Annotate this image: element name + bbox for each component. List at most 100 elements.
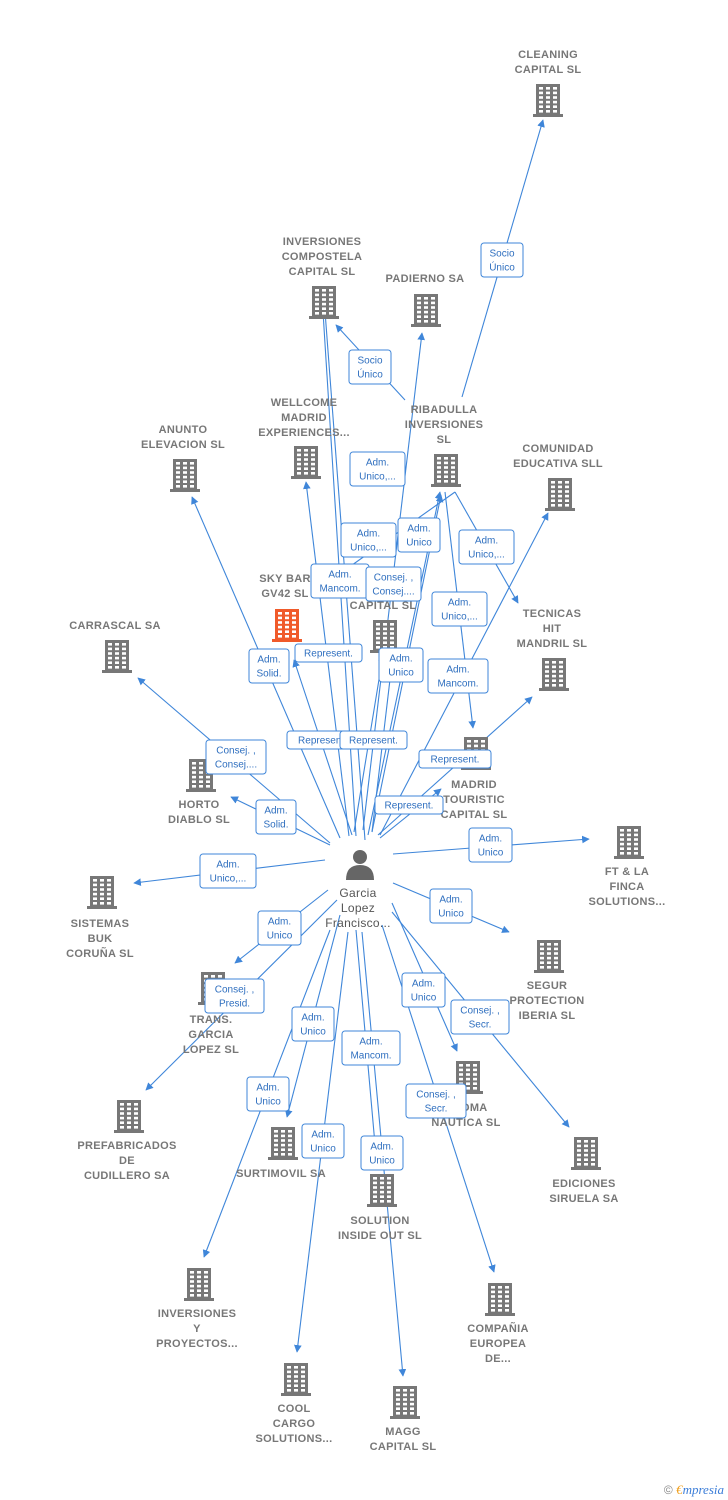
- building-icon: [367, 1174, 397, 1207]
- edge-label-e-ribadulla-b[interactable]: Adm.Unico: [397, 517, 441, 553]
- company-label-line: COMUNIDAD: [522, 443, 593, 455]
- edge-label-e-capital[interactable]: Consej. ,Consej....: [365, 566, 422, 602]
- edge-label-text: Secr.: [425, 1104, 448, 1115]
- edge-label-e-magg[interactable]: Adm.Unico: [360, 1135, 404, 1171]
- edge-label-e-horto[interactable]: Adm.Solid.: [255, 799, 297, 835]
- edge-label-e-padierno[interactable]: Adm.Unico,...: [349, 451, 406, 487]
- edge-label-e-europea[interactable]: Consej. ,Secr.: [405, 1083, 467, 1119]
- company-label-line: DE...: [485, 1353, 511, 1365]
- company-label-line: EDUCATIVA SLL: [513, 458, 603, 470]
- edge-label-e-ribadulla-a[interactable]: Adm.Unico,...: [340, 522, 397, 558]
- company-label-line: TECNICAS: [523, 608, 582, 620]
- edge-label-e-madrid-a[interactable]: Adm.Mancom.: [427, 658, 489, 694]
- edge-label-e-ftfinca[interactable]: Adm.Unico: [468, 827, 513, 863]
- edge-label-e-represent3[interactable]: Represent.: [418, 749, 492, 769]
- company-label-line: Y: [193, 1323, 201, 1335]
- building-icon: [539, 658, 569, 691]
- edge-label-text: Adm.: [257, 655, 280, 666]
- company-node-padierno[interactable]: PADIERNO SA: [386, 273, 465, 327]
- edge-label-e-sistemas[interactable]: Adm.Unico,...: [199, 853, 257, 889]
- edge-label-e-aroma[interactable]: Adm.Unico: [401, 972, 446, 1008]
- company-label-line: GV42 SL: [261, 588, 308, 600]
- edge-label-text: Unico: [438, 909, 464, 920]
- edge-label-e-represent4[interactable]: Represent.: [374, 795, 444, 815]
- person-node[interactable]: GarciaLopezFrancisco...: [325, 850, 391, 930]
- company-label-line: IBERIA SL: [519, 1010, 576, 1022]
- edge-label-text: Consej. ,: [215, 985, 254, 996]
- company-label-line: GARCIA: [188, 1029, 233, 1041]
- company-node-surtimovil[interactable]: SURTIMOVIL SA: [236, 1127, 326, 1180]
- company-label-line: HIT: [543, 623, 562, 635]
- edge-label-text: Mancom.: [350, 1051, 391, 1062]
- edge-label-text: Mancom.: [437, 679, 478, 690]
- company-label-line: SURTIMOVIL SA: [236, 1168, 326, 1180]
- company-label-line: FT & LA: [605, 866, 649, 878]
- company-node-comunidad[interactable]: COMUNIDAD EDUCATIVA SLL: [513, 443, 603, 511]
- edge-label-e-segur[interactable]: Adm.Unico: [429, 888, 473, 924]
- edge-label-e-solution[interactable]: Adm. Mancom.: [341, 1030, 401, 1066]
- edge-label-text: Consej....: [372, 587, 414, 598]
- edge-label-e-represent2[interactable]: Represent.: [339, 730, 408, 750]
- edge-label-e-tecnicas[interactable]: Adm.Unico,...: [431, 591, 488, 627]
- building-icon: [102, 640, 132, 673]
- edge-label-e-capital2[interactable]: Adm.Unico: [378, 647, 424, 683]
- edge-label-e-trans[interactable]: Adm.Unico: [257, 910, 302, 946]
- company-label-line: EXPERIENCES...: [258, 427, 350, 439]
- edge-label-e-comunidad[interactable]: Adm.Unico,...: [458, 529, 515, 565]
- edge-label-text: Adm.: [311, 1130, 334, 1141]
- edge-label-text: Adm.: [389, 654, 412, 665]
- company-node-wellcome[interactable]: WELLCOMEMADRIDEXPERIENCES...: [258, 397, 350, 479]
- edge-label-text: Adm.: [359, 1037, 382, 1048]
- edge-label-e-wellcome[interactable]: Adm.Mancom.: [310, 563, 370, 599]
- building-icon: [281, 1363, 311, 1396]
- company-label-line: INVERSIONES: [283, 236, 362, 248]
- edge-label-e-ediciones[interactable]: Consej. , Secr.: [450, 999, 510, 1035]
- edge-label-e-anunto[interactable]: Adm. Solid.: [248, 648, 290, 684]
- company-label-line: EDICIONES: [552, 1178, 615, 1190]
- company-label-line: WELLCOME: [271, 397, 338, 409]
- company-label-line: CARGO: [273, 1418, 316, 1430]
- company-node-carrascal[interactable]: CARRASCAL SA: [69, 620, 160, 673]
- edge-label-e-carrascal[interactable]: Consej. ,Consej....: [205, 739, 267, 775]
- edge-label-text: Secr.: [469, 1020, 492, 1031]
- edge-label-e-prefab[interactable]: Consej. ,Presid.: [204, 978, 265, 1014]
- edge-label-text: Solid.: [256, 669, 281, 680]
- company-node-coolcargo[interactable]: COOLCARGOSOLUTIONS...: [256, 1363, 333, 1445]
- company-node-inv-proyectos[interactable]: INVERSIONESYPROYECTOS...: [156, 1268, 238, 1350]
- company-node-europea[interactable]: COMPAÑIAEUROPEADE...: [467, 1283, 528, 1365]
- edge-label-e-invproy[interactable]: Adm.Unico: [246, 1076, 290, 1112]
- edge-label-e-skybar[interactable]: Represent.: [294, 643, 363, 663]
- edge-label-e-coolcargo[interactable]: Adm.Unico: [301, 1123, 345, 1159]
- brand-logo-text: mpresia: [682, 1482, 724, 1497]
- edge-label-text: Consej....: [215, 760, 257, 771]
- edge-label-text: Unico,...: [359, 472, 396, 483]
- building-icon: [184, 1268, 214, 1301]
- company-label-line: BUK: [88, 933, 113, 945]
- edge-label-text: Unico: [411, 993, 437, 1004]
- company-label-line: ELEVACION SL: [141, 439, 225, 451]
- building-icon: [431, 454, 461, 487]
- edge-label-text: Consej. ,: [460, 1006, 499, 1017]
- company-label-line: CAPITAL SL: [441, 809, 508, 821]
- edge-label-e-surtimovil[interactable]: Adm.Unico: [291, 1006, 335, 1042]
- company-node-ftfinca[interactable]: FT & LAFINCASOLUTIONS...: [589, 826, 666, 908]
- building-icon: [534, 940, 564, 973]
- edge-label-text: Unico,...: [350, 543, 387, 554]
- edge-label-text: Adm.: [268, 917, 291, 928]
